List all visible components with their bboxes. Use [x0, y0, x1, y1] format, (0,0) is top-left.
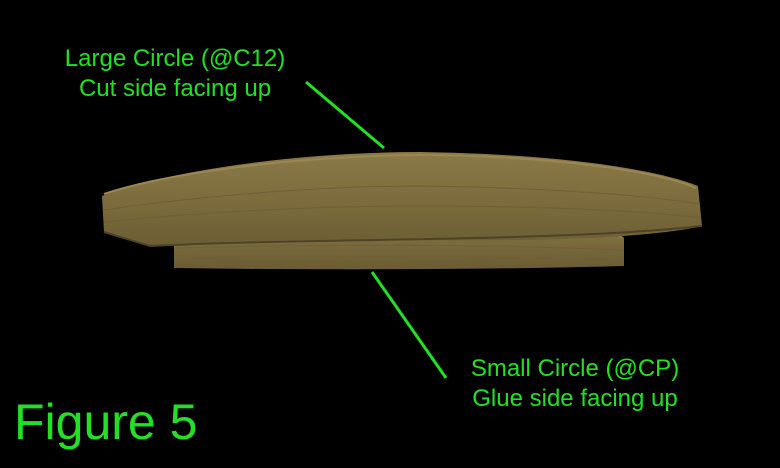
small-circle-label-line2: Glue side facing up [472, 385, 678, 412]
leader-line-small-circle [370, 271, 448, 379]
large-circle-disc [102, 152, 703, 248]
figure-caption: Figure 5 [14, 394, 198, 450]
small-circle-label-line1: Small Circle (@CP) [470, 355, 680, 382]
large-circle-label-line2: Cut side facing up [78, 75, 272, 102]
small-circle-label: Small Circle (@CP) Glue side facing up [440, 354, 710, 414]
large-circle-label: Large Circle (@C12) Cut side facing up [40, 44, 310, 104]
leader-line-large-circle [305, 80, 385, 150]
large-circle-label-line1: Large Circle (@C12) [64, 45, 286, 72]
